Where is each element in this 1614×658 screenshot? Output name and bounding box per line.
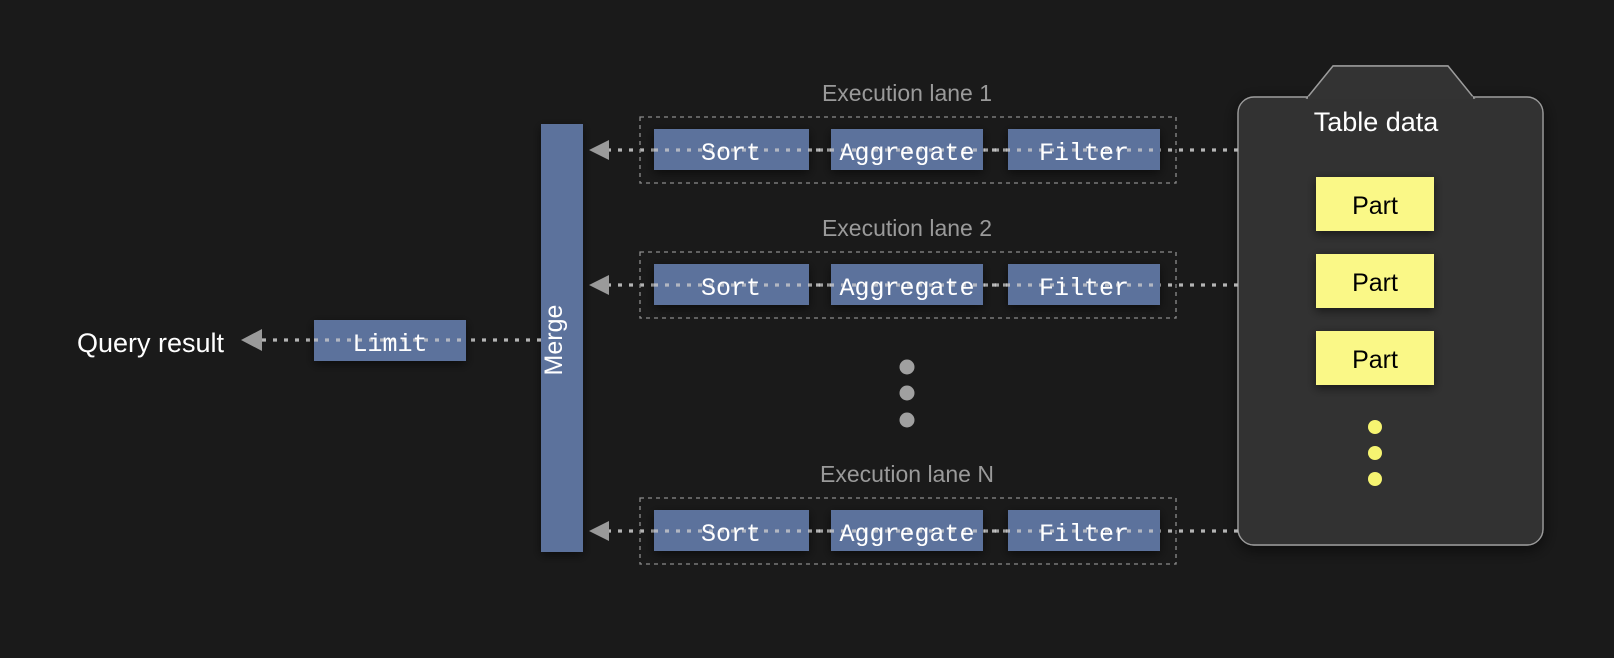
stage-label-filter: Filter — [1039, 274, 1129, 303]
stage-label-aggregate: Aggregate — [839, 139, 974, 168]
lane-ellipsis-dot — [899, 412, 915, 428]
execution-lane-2-label: Execution lane 2 — [822, 215, 992, 241]
part-ellipsis-dot — [1368, 420, 1382, 434]
table-data-panel — [1237, 65, 1544, 546]
lane-ellipsis-dot — [899, 359, 915, 375]
part-ellipsis-dot — [1368, 472, 1382, 486]
stage-label-sort: Sort — [701, 520, 761, 549]
lane-ellipsis — [899, 359, 915, 428]
execution-lane-1: Execution lane 1 Sort Aggregate Filter — [639, 80, 1177, 184]
table-data-title: Table data — [1314, 107, 1440, 137]
query-result-label: Query result — [77, 328, 225, 358]
part-label: Part — [1352, 192, 1398, 220]
part-ellipsis — [1368, 420, 1382, 486]
merge-arrowheads — [589, 140, 609, 541]
part-label: Part — [1352, 269, 1398, 297]
stage-label-sort: Sort — [701, 139, 761, 168]
execution-lane-n-border — [639, 497, 1177, 565]
stage-label-sort: Sort — [701, 274, 761, 303]
execution-lane-1-label: Execution lane 1 — [822, 80, 992, 106]
stage-label-filter: Filter — [1039, 520, 1129, 549]
limit-label: Limit — [352, 330, 427, 359]
stage-label-aggregate: Aggregate — [839, 274, 974, 303]
merge-bar[interactable] — [541, 124, 583, 552]
execution-lane-n: Execution lane N Sort Aggregate Filter — [639, 461, 1177, 565]
execution-lane-2: Execution lane 2 Sort Aggregate Filter — [639, 215, 1177, 319]
query-result-arrowhead — [241, 329, 262, 351]
part-box[interactable] — [1316, 254, 1434, 308]
stage-label-filter: Filter — [1039, 139, 1129, 168]
execution-lane-n-label: Execution lane N — [820, 461, 994, 487]
merge-label: Merge — [540, 305, 568, 376]
execution-lane-1-border — [639, 116, 1177, 184]
lane-ellipsis-dot — [899, 385, 915, 401]
part-ellipsis-dot — [1368, 446, 1382, 460]
stage-label-aggregate: Aggregate — [839, 520, 974, 549]
lane-n-arrowhead — [589, 521, 609, 541]
execution-lane-2-border — [639, 251, 1177, 319]
part-box[interactable] — [1316, 177, 1434, 231]
part-label: Part — [1352, 346, 1398, 374]
part-box[interactable] — [1316, 331, 1434, 385]
lane-1-arrowhead — [589, 140, 609, 160]
table-data-body — [1237, 96, 1544, 546]
part-list: Part Part Part — [1316, 177, 1434, 385]
table-data-tab-outline — [1305, 65, 1476, 99]
lane-2-arrowhead — [589, 275, 609, 295]
